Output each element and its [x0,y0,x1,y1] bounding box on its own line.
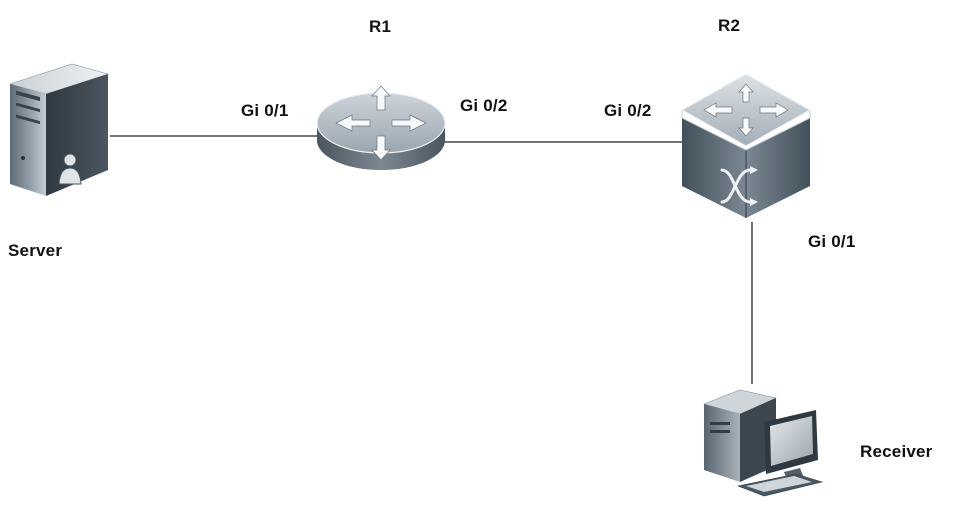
router-icon [316,85,446,170]
r1-interface-gi01-label: Gi 0/1 [241,101,289,120]
r2-interface-gi01-label: Gi 0/1 [808,232,856,251]
server-tower-icon [8,63,110,196]
r2-label: R2 [718,16,741,35]
router-r1-node[interactable] [314,78,448,183]
r2-interface-gi02-label: Gi 0/2 [604,101,652,120]
receiver-node[interactable] [700,382,830,505]
server-node[interactable] [6,58,118,205]
switch-r2-node[interactable] [678,70,814,227]
layer3-switch-icon [680,73,812,218]
desktop-pc-icon [703,389,824,497]
server-label: Server [8,241,63,260]
receiver-label: Receiver [860,442,933,461]
r1-label: R1 [369,17,392,36]
r1-interface-gi02-label: Gi 0/2 [460,96,508,115]
